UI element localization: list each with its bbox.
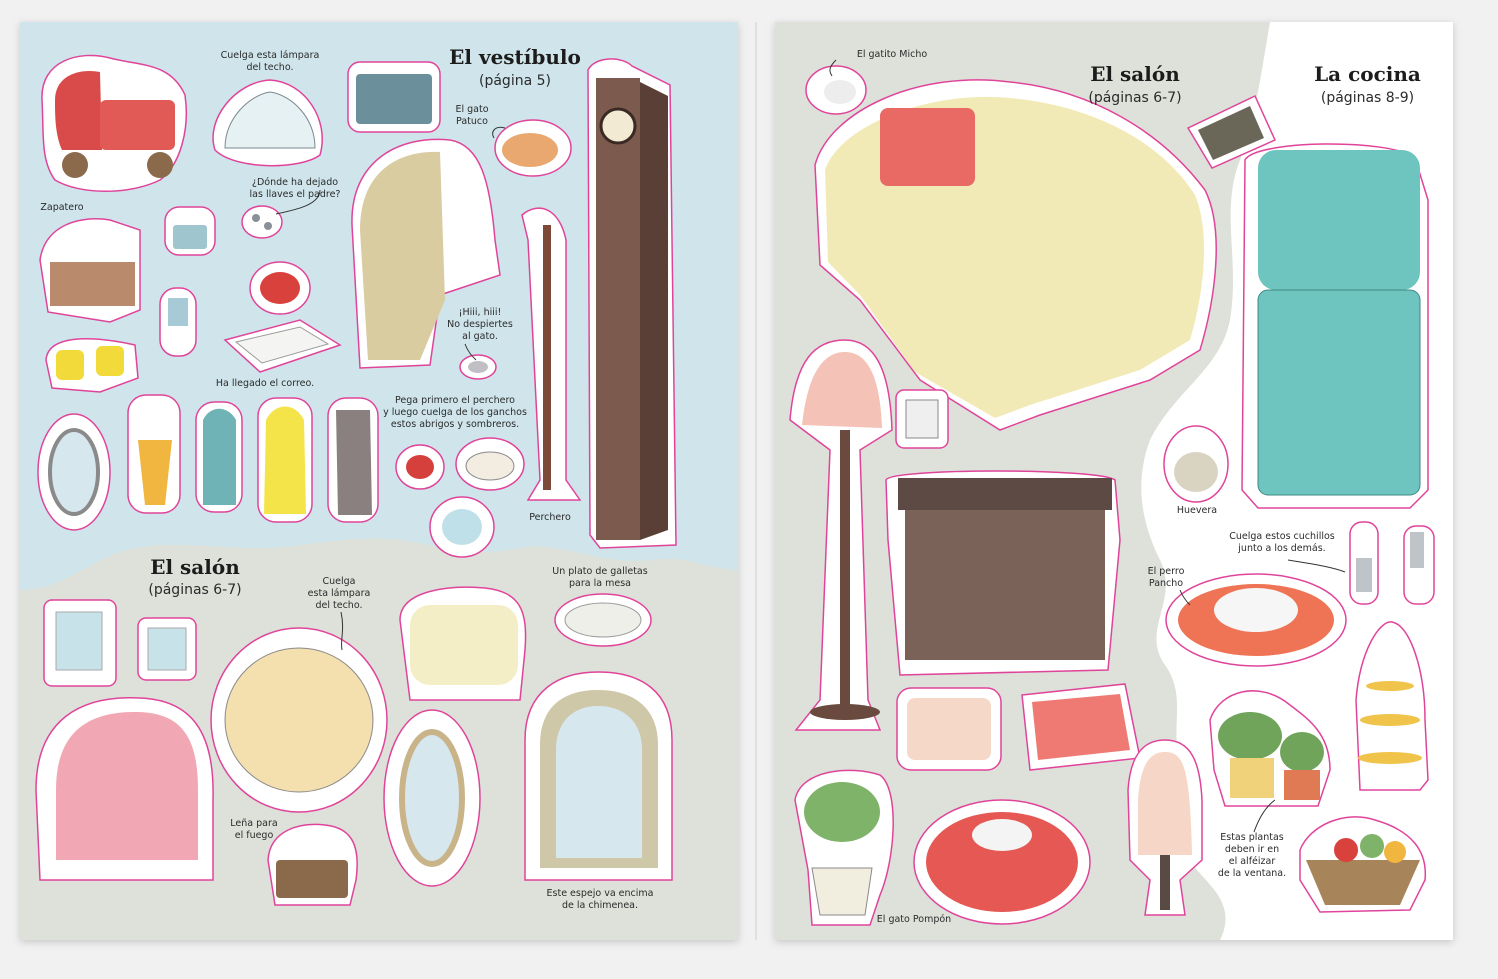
vestibule-lamp-sticker[interactable] <box>212 79 323 167</box>
cushion-pattern-sticker[interactable] <box>896 687 1002 771</box>
label-coats: Pega primero el perchero y luego cuelga … <box>383 395 527 430</box>
left-salon-title: El salón <box>150 555 240 579</box>
telephone-sticker[interactable] <box>249 261 311 315</box>
umbrella-stand-sticker[interactable] <box>127 394 181 514</box>
grandfather-clock-sticker[interactable] <box>587 58 677 549</box>
cat-patuco-sticker[interactable] <box>494 119 572 177</box>
label-cat-patuco: El gato Patuco <box>455 104 489 127</box>
window-plants-sticker[interactable] <box>1209 690 1331 807</box>
red-cap-sticker[interactable] <box>395 444 445 490</box>
suitcase-sticker[interactable] <box>347 61 441 133</box>
label-egg-basket: Huevera <box>1176 505 1218 516</box>
label-mouse: ¡Hiii, hiii! No despiertes al gato. <box>447 307 513 342</box>
letters-sticker[interactable] <box>223 319 342 373</box>
oval-mirror-sticker[interactable] <box>383 709 481 887</box>
pram-sticker[interactable] <box>41 54 187 192</box>
label-firewood: Leña para el fuego <box>230 818 278 841</box>
chef-knife-sticker[interactable] <box>1403 525 1435 605</box>
label-shoe-rack: Zapatero <box>40 202 84 213</box>
table-lamp-sticker[interactable] <box>1127 739 1203 916</box>
boots-sticker[interactable] <box>45 338 139 393</box>
keys-sticker[interactable] <box>241 205 283 239</box>
cake-stand-sticker[interactable] <box>1355 621 1429 791</box>
round-pouf-sticker[interactable] <box>913 799 1091 925</box>
right-salon-pages: (páginas 6-7) <box>1088 90 1182 106</box>
dog-bed-sticker[interactable] <box>1165 573 1347 667</box>
label-cookies: Un plato de galletas para la mesa <box>552 566 648 589</box>
label-dog-pancho: El perro Pancho <box>1147 566 1185 589</box>
label-mail: Ha llegado el correo. <box>215 378 315 389</box>
kitten-micho-sticker[interactable] <box>805 65 867 115</box>
floor-lamp-sticker[interactable] <box>789 339 893 731</box>
footstool-sticker[interactable] <box>399 586 527 701</box>
photo-frame-cat-sticker[interactable] <box>137 617 197 681</box>
small-lamp-sticker[interactable] <box>159 287 197 357</box>
label-keys: ¿Dónde ha dejado las llaves el padre? <box>249 177 341 200</box>
right-salon-title: El salón <box>1090 62 1180 86</box>
label-kitten-micho: El gatito Micho <box>856 49 928 60</box>
fireplace-mirror-sticker[interactable] <box>524 671 673 881</box>
vestibule-title: El vestíbulo <box>449 45 581 69</box>
shoe-rack-sticker[interactable] <box>39 218 141 323</box>
label-fireplace-mirror: Este espejo va encima de la chimenea. <box>546 888 654 911</box>
wallet-sticker[interactable] <box>1186 94 1276 169</box>
photo-frame-bear-sticker[interactable] <box>43 599 117 687</box>
grey-coat-sticker[interactable] <box>327 397 379 523</box>
globe-lamp-sticker[interactable] <box>210 627 388 813</box>
pointer-arrows <box>275 59 1346 833</box>
sofa-sticker[interactable] <box>814 79 1217 431</box>
label-coat-rack: Perchero <box>529 512 571 523</box>
egg-basket-sticker[interactable] <box>1163 425 1229 503</box>
hall-mirror-sticker[interactable] <box>37 413 111 531</box>
firewood-basket-sticker[interactable] <box>267 823 358 906</box>
vestibule-pages: (página 5) <box>479 73 551 89</box>
label-salon-lamp: Cuelga esta lámpara del techo. <box>307 576 371 611</box>
sideboard-sticker[interactable] <box>885 470 1121 676</box>
fridge-sticker[interactable] <box>1241 143 1429 509</box>
label-vestibule-lamp: Cuelga esta lámpara del techo. <box>220 50 320 73</box>
label-cat-pompon: El gato Pompón <box>876 914 952 925</box>
fruit-basket-sticker[interactable] <box>1299 816 1427 913</box>
hall-bench-sticker[interactable] <box>351 138 501 369</box>
cushion-coral-sticker[interactable] <box>1021 683 1141 771</box>
small-picture-sticker[interactable] <box>895 389 949 449</box>
kitchen-pages: (páginas 8-9) <box>1320 90 1415 106</box>
label-knives: Cuelga estos cuchillos junto a los demás… <box>1229 531 1335 554</box>
green-coat-sticker[interactable] <box>195 401 243 513</box>
bonnet-sticker[interactable] <box>429 496 495 558</box>
mouse-sticker[interactable] <box>459 354 497 380</box>
label-window-plants: Estas plantas deben ir en el alféizar de… <box>1217 832 1287 879</box>
straw-hat-sticker[interactable] <box>455 437 525 491</box>
coat-rack-sticker[interactable] <box>521 207 582 501</box>
purse-sticker[interactable] <box>164 206 216 256</box>
yellow-raincoat-sticker[interactable] <box>257 397 313 523</box>
potted-plant-sticker[interactable] <box>794 769 894 926</box>
pink-armchair-sticker[interactable] <box>35 697 214 881</box>
left-salon-pages: (páginas 6-7) <box>148 582 242 598</box>
kitchen-title: La cocina <box>1314 62 1421 86</box>
cookie-plate-sticker[interactable] <box>554 593 652 647</box>
cleaver-knife-sticker[interactable] <box>1349 521 1379 605</box>
